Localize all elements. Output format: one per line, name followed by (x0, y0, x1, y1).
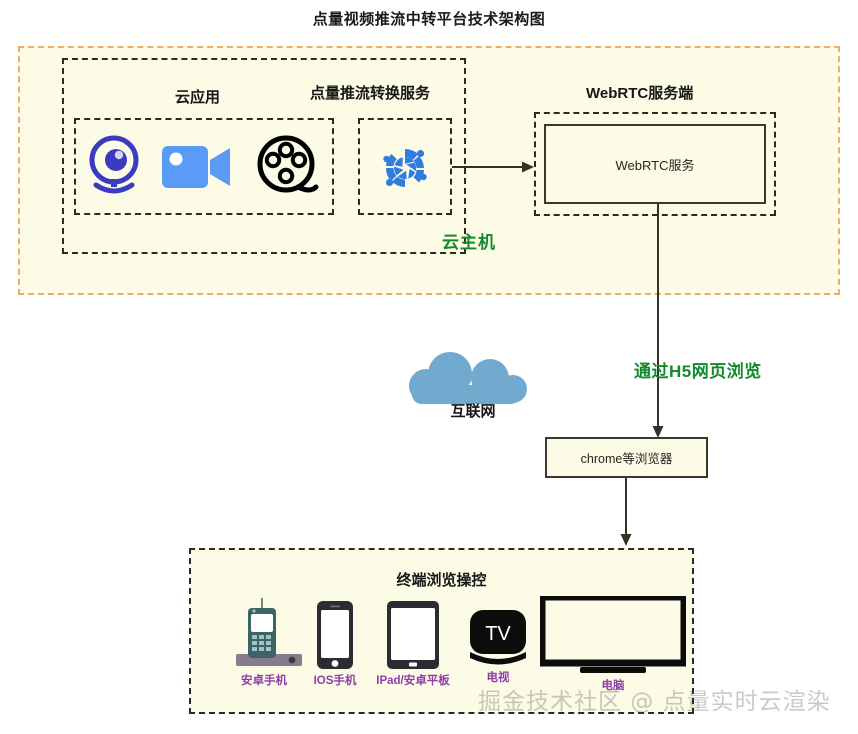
internet-label: 互联网 (450, 403, 496, 420)
tablet-icon (384, 600, 442, 670)
webrtc-service-box: WebRTC服务 (544, 124, 766, 204)
device-label: 电视 (486, 672, 510, 684)
watermark: 掘金技术社区 @ 点量实时云渲染 (478, 689, 831, 715)
iphone-icon (313, 600, 357, 670)
monitor-icon (540, 596, 686, 676)
tv-badge-text: TV (485, 623, 511, 645)
cloud-app-box (74, 118, 334, 215)
terminal-heading: 终端浏览操控 (396, 572, 487, 589)
device-android-phone: 安卓手机 (218, 598, 310, 688)
webrtc-group-box (534, 112, 776, 216)
connector-webrtc-to-browser (650, 204, 666, 440)
browser-box: chrome等浏览器 (545, 437, 708, 478)
transcode-service-box (358, 118, 452, 215)
device-pc: 电脑 (540, 596, 686, 693)
page-title: 点量视频推流中转平台技术架构图 (312, 11, 546, 28)
transcode-service-heading: 点量推流转换服务 (310, 85, 431, 102)
tv-box-icon: TV (467, 600, 529, 668)
device-label: 安卓手机 (241, 675, 287, 687)
retro-phone-icon (218, 598, 310, 670)
device-tablet: IPad/安卓平板 (368, 600, 458, 688)
video-camera-icon (158, 134, 238, 200)
webcam-icon (80, 131, 148, 203)
device-label: IOS手机 (313, 675, 357, 687)
device-tv: TV 电视 (462, 600, 534, 685)
globe-network-icon (370, 133, 440, 203)
cloud-host-label: 云主机 (442, 233, 496, 252)
device-ios-phone: IOS手机 (300, 600, 370, 688)
film-reel-icon (252, 131, 324, 203)
connector-browser-to-terminal (618, 478, 634, 548)
h5-browse-label: 通过H5网页浏览 (634, 362, 762, 381)
cloud-app-heading: 云应用 (175, 89, 221, 106)
device-label: IPad/安卓平板 (376, 675, 450, 687)
webrtc-server-heading: WebRTC服务端 (586, 85, 694, 102)
cloud-app-group-box (62, 58, 466, 254)
arrow-transcode-to-webrtc (452, 160, 536, 174)
device-label: 电脑 (601, 680, 625, 692)
cloud-icon (398, 352, 548, 408)
